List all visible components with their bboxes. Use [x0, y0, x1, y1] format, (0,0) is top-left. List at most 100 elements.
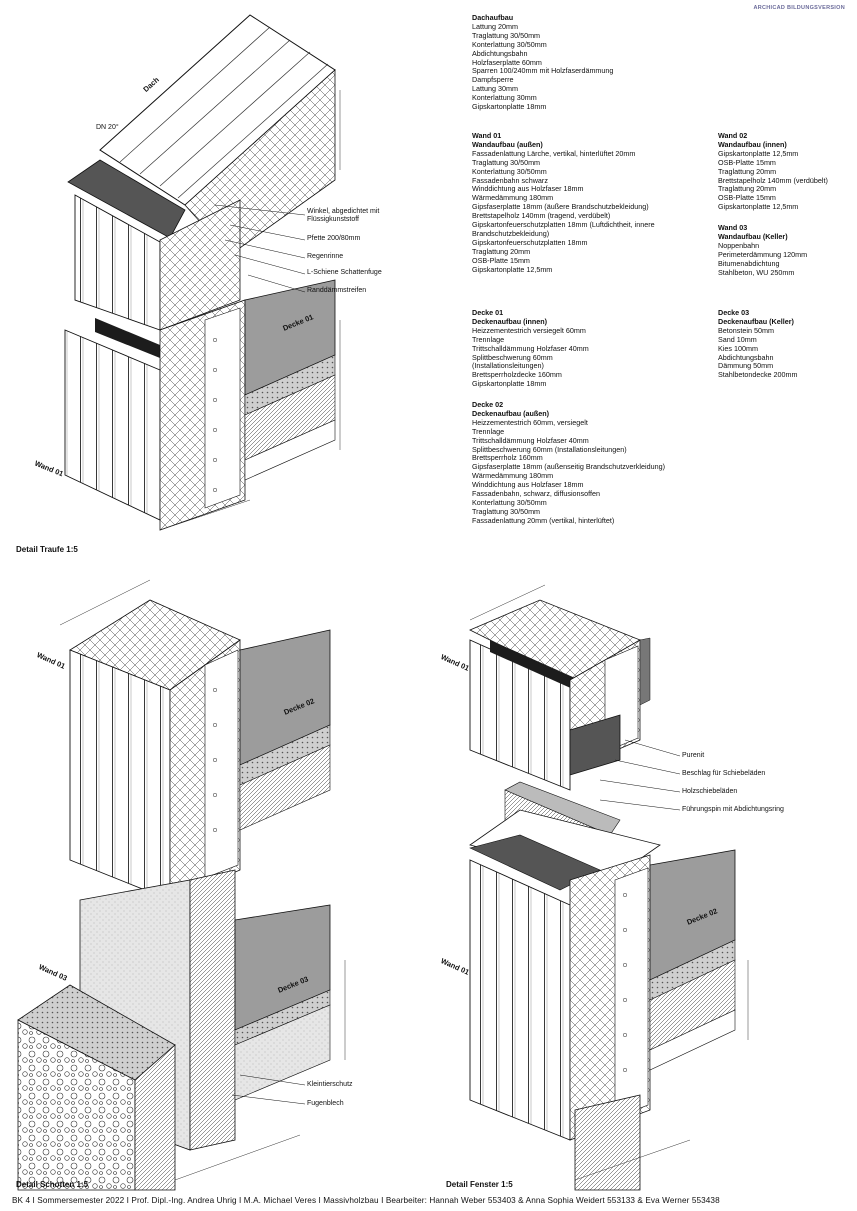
spec-title: Wand 02 [718, 131, 748, 140]
callout-fugenblech: Fugenblech [307, 1100, 344, 1107]
spec-title: Decke 01 [472, 308, 504, 317]
spec-line: Noppenbahn [718, 240, 760, 250]
spec-title: Wand 03 [718, 223, 748, 232]
callout-kleintierschutz: Kleintierschutz [307, 1081, 353, 1088]
spec-line: (Installationsleitungen) [472, 361, 544, 371]
callout-regenrinne: Regenrinne [307, 253, 344, 260]
spec-line: Wärmedämmung 180mm [472, 193, 554, 203]
spec-line: Traglattung 30/50mm [472, 157, 541, 167]
spec-line: Traglattung 20mm [718, 184, 777, 194]
spec-line: Fassadenbahn schwarz [472, 175, 548, 185]
callout-holzschiebelaeden: Holzschiebeläden [682, 788, 738, 795]
spec-decke01: Decke 01 Deckenaufbau (innen) Heizzement… [472, 308, 589, 389]
spec-line: Gipskartonfeuerschutzplatten 18mm [472, 237, 588, 247]
callout-fuehrungspin: Führungspin mit Abdichtungsring [682, 806, 784, 813]
spec-line: Heizzementestrich versiegelt 60mm [472, 325, 586, 335]
spec-line: Traglattung 20mm [472, 246, 531, 256]
spec-line: Perimeterdämmung 120mm [718, 249, 808, 259]
spec-line: Gipskartonplatte 18mm [472, 102, 547, 112]
caption-fenster: Detail Fenster 1:5 [446, 1180, 513, 1189]
spec-title: Wand 01 [472, 131, 502, 140]
spec-subtitle: Wandaufbau (außen) [472, 139, 543, 149]
spec-line: Fassadenlattung 20mm (vertikal, hinterlü… [472, 515, 615, 525]
callout-purenit: Purenit [682, 752, 705, 759]
callout-pfette: Pfette 200/80mm [307, 235, 361, 242]
spec-line: Stahlbeton, WU 250mm [718, 267, 795, 277]
detail-fenster-drawing [469, 584, 749, 1191]
spec-line: Traglattung 30/50mm [472, 506, 541, 516]
spec-line: Gipsfaserplatte 18mm (äußere Brandschutz… [472, 202, 649, 212]
spec-line: Gipskartonplatte 18mm [472, 379, 547, 389]
spec-line: Bitumenabdichtung [718, 258, 780, 268]
spec-line: Trittschalldämmung Holzfaser 40mm [472, 343, 589, 353]
spec-line: Brandschutzbekleidung) [472, 228, 550, 238]
spec-line: Traglattung 20mm [718, 166, 777, 176]
label-dn: DN 20° [96, 124, 119, 131]
spec-line: Fassadenlattung Lärche, vertikal, hinter… [472, 148, 636, 158]
spec-line: Sand 10mm [718, 334, 757, 344]
spec-line: Gipskartonplatte 12,5mm [472, 264, 553, 274]
spec-line: Lattung 30mm [472, 84, 518, 94]
spec-wand02: Wand 02 Wandaufbau (innen) Gipskartonpla… [718, 131, 828, 212]
spec-line: OSB-Platte 15mm [718, 193, 776, 203]
spec-line: Konterlattung 30/50mm [472, 166, 547, 176]
spec-decke03: Decke 03 Deckenaufbau (Keller) Betonstei… [718, 308, 798, 380]
spec-line: Heizzementestrich 60mm, versiegelt [472, 417, 588, 427]
callout-randdaemmstreifen: Randdämmstreifen [307, 287, 367, 294]
spec-line: Splittbeschwerung 60mm [472, 352, 553, 362]
spec-title: Decke 03 [718, 308, 750, 317]
spec-line: Brettstapelholz 140mm (tragend, verdübel… [472, 211, 611, 221]
spec-line: Stahlbetondecke 200mm [718, 370, 798, 380]
spec-line: Dämmung 50mm [718, 361, 774, 371]
spec-line: Traglattung 30/50mm [472, 30, 541, 40]
spec-line: Gipskartonplatte 12,5mm [718, 148, 799, 158]
callout-l-schiene: L-Schiene Schattenfuge [307, 269, 382, 276]
spec-line: Brettsperrholz 160mm [472, 453, 543, 463]
watermark: ARCHICAD BILDUNGSVERSION [753, 5, 845, 11]
spec-line: Sparren 100/240mm mit Holzfaserdämmung [472, 66, 614, 76]
callout-beschlag: Beschlag für Schiebeläden [682, 770, 766, 777]
spec-line: Betonstein 50mm [718, 325, 774, 335]
spec-line: Trennlage [472, 426, 505, 436]
caption-schotten: Detail Schotten 1:5 [16, 1180, 89, 1189]
spec-line: Konterlattung 30/50mm [472, 39, 547, 49]
spec-line: Holzfaserplatte 60mm [472, 57, 542, 67]
spec-title: Dachaufbau [472, 13, 514, 22]
spec-line: Winddichtung aus Holzfaser 18mm [472, 184, 584, 194]
spec-line: Gipsfaserplatte 18mm (außenseitig Brands… [472, 462, 665, 472]
spec-line: Lattung 20mm [472, 21, 518, 31]
caption-traufe: Detail Traufe 1:5 [16, 545, 78, 554]
spec-line: Konterlattung 30/50mm [472, 497, 547, 507]
spec-line: Wärmedämmung 180mm [472, 471, 554, 481]
spec-line: Kies 100mm [718, 343, 758, 353]
detail-traufe-drawing [64, 14, 341, 531]
spec-subtitle: Wandaufbau (Keller) [718, 231, 788, 241]
spec-line: Gipskartonfeuerschutzplatten 18mm (Luftd… [472, 220, 655, 230]
spec-subtitle: Deckenaufbau (außen) [472, 408, 550, 418]
spec-line: Splittbeschwerung 60mm (Installationslei… [472, 444, 627, 454]
spec-line: Winddichtung aus Holzfaser 18mm [472, 480, 584, 490]
spec-wand03: Wand 03 Wandaufbau (Keller) Noppenbahn P… [718, 223, 808, 277]
spec-line: Konterlattung 30mm [472, 93, 537, 103]
spec-title: Decke 02 [472, 400, 504, 409]
spec-subtitle: Deckenaufbau (Keller) [718, 316, 794, 326]
spec-line: OSB-Platte 15mm [718, 157, 776, 167]
spec-line: Fassadenbahn, schwarz, diffusionsoffen [472, 489, 600, 499]
spec-decke02: Decke 02 Deckenaufbau (außen) Heizzement… [472, 400, 665, 526]
footer-credits: BK 4 I Sommersemester 2022 I Prof. Dipl.… [12, 1196, 720, 1205]
spec-line: Trennlage [472, 334, 505, 344]
callout-winkel: Winkel, abgedichtet mit Flüssigkunststof… [307, 208, 380, 224]
spec-line: Gipskartonplatte 12,5mm [718, 202, 799, 212]
spec-line: Trittschalldämmung Holzfaser 40mm [472, 435, 589, 445]
spec-subtitle: Wandaufbau (innen) [718, 139, 787, 149]
spec-line: Dampfsperre [472, 75, 514, 85]
spec-dachaufbau: Dachaufbau Lattung 20mm Traglattung 30/5… [472, 13, 614, 112]
spec-line: Abdichtungsbahn [718, 352, 774, 362]
detail-schotten-drawing [17, 579, 346, 1191]
spec-subtitle: Deckenaufbau (innen) [472, 316, 548, 326]
spec-line: Brettsperrholzdecke 160mm [472, 370, 562, 380]
spec-line: Brettstapelholz 140mm (verdübelt) [718, 175, 828, 185]
spec-line: OSB-Platte 15mm [472, 255, 530, 265]
spec-line: Abdichtungsbahn [472, 48, 528, 58]
